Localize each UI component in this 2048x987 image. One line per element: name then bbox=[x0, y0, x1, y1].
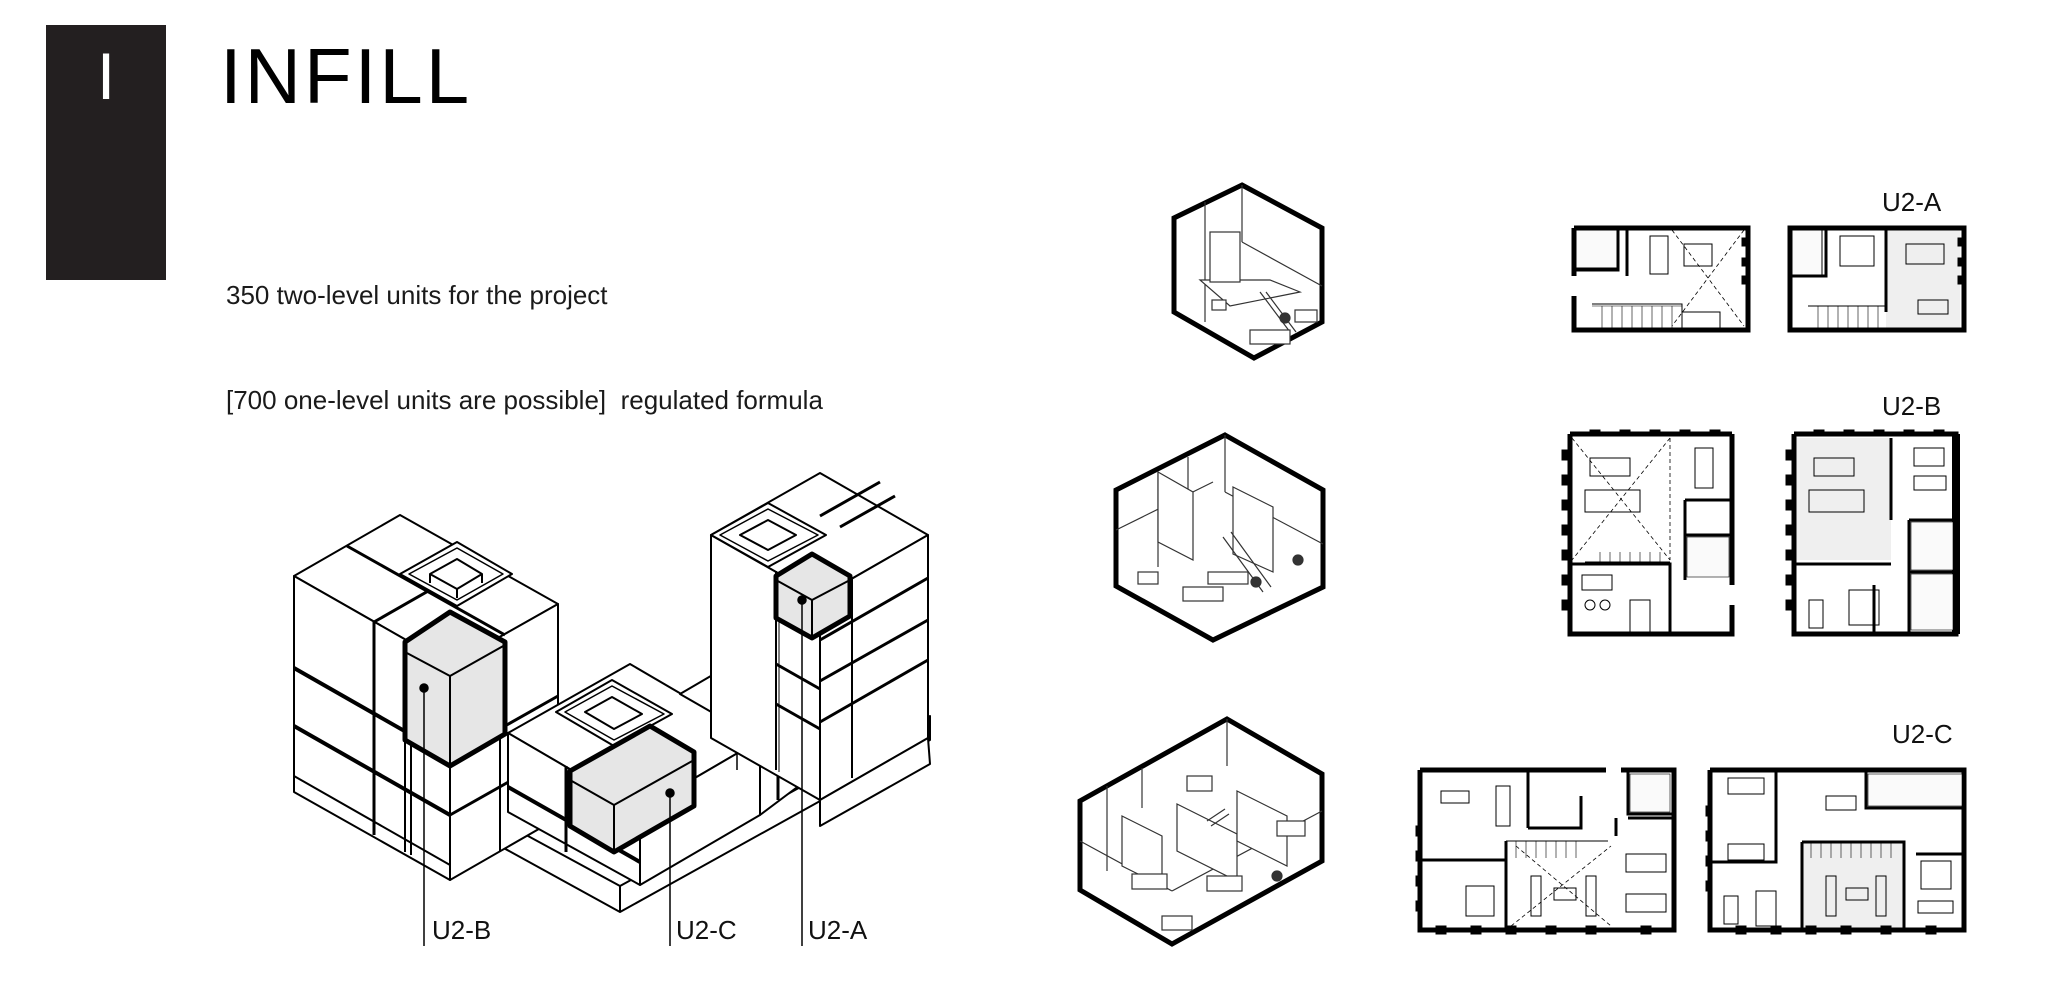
subtitle: 350 two-level units for the project [700… bbox=[226, 208, 823, 453]
isometric-u2-c bbox=[1077, 716, 1325, 947]
isometric-u2-b bbox=[1113, 432, 1326, 643]
page-title: INFILL bbox=[220, 32, 473, 120]
floor-plan-u2-c-upper bbox=[1705, 767, 1967, 935]
highlight-u2-b bbox=[402, 609, 508, 769]
unit-label-u2-b: U2-B bbox=[1882, 391, 1942, 421]
subtitle-line-2: [700 one-level units are possible] regul… bbox=[226, 385, 823, 415]
subtitle-line-1: 350 two-level units for the project bbox=[226, 280, 608, 310]
callout-label-u2-b: U2-B bbox=[432, 915, 492, 945]
isometric-u2-a bbox=[1171, 182, 1325, 361]
floor-plan-u2-a-upper bbox=[1787, 225, 1967, 333]
callout-label-u2-a: U2-A bbox=[808, 915, 868, 945]
block-left bbox=[293, 514, 559, 881]
block-right-tower bbox=[710, 472, 931, 827]
floor-plan-u2-b-lower bbox=[1561, 429, 1735, 637]
floor-plan-u2-c-lower bbox=[1415, 767, 1677, 935]
chapter-numeral: I bbox=[96, 39, 116, 113]
highlight-u2-c bbox=[567, 723, 697, 855]
callout-leaders bbox=[419, 595, 807, 946]
unit-label-u2-a: U2-A bbox=[1882, 187, 1942, 217]
chapter-block: I bbox=[46, 25, 166, 280]
callout-label-u2-c: U2-C bbox=[676, 915, 737, 945]
unit-label-u2-c: U2-C bbox=[1892, 719, 1953, 749]
floor-plan-u2-a-lower bbox=[1571, 225, 1751, 333]
floor-plan-u2-b-upper bbox=[1785, 429, 1960, 637]
highlight-u2-a bbox=[773, 551, 853, 641]
